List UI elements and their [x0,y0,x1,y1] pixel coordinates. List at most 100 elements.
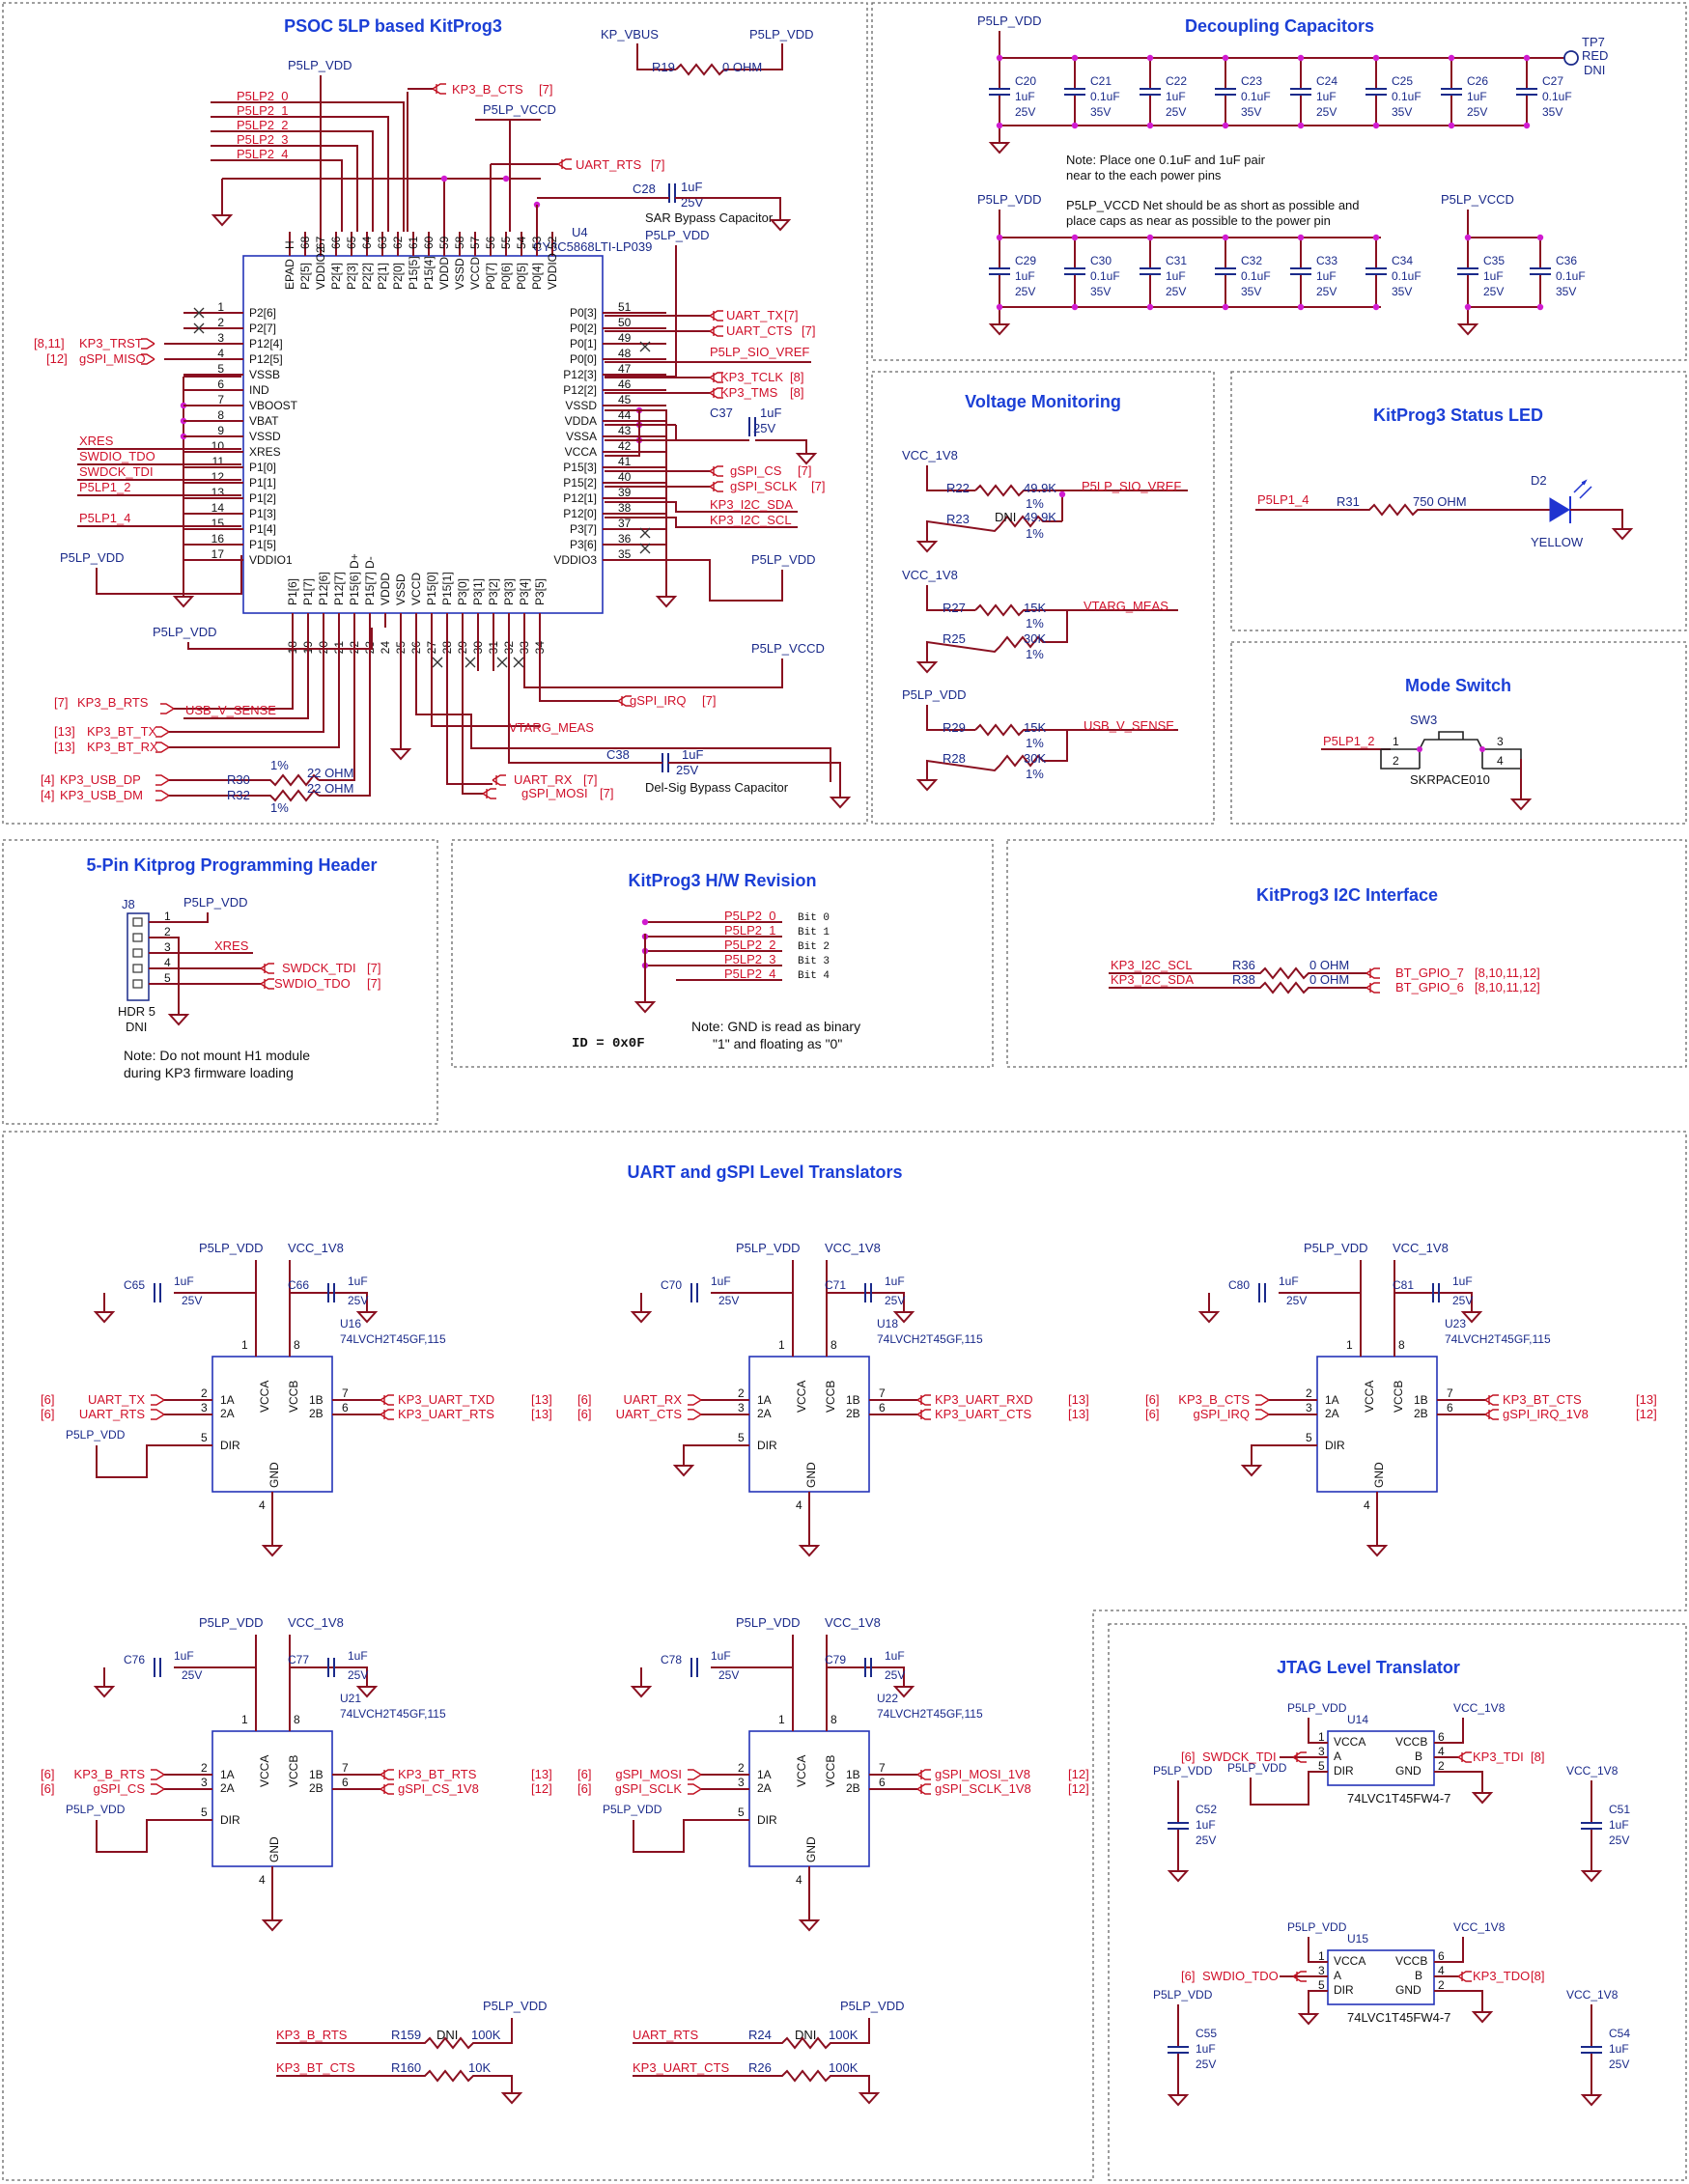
net-b2: KP3_UART_RTS [398,1407,494,1421]
net-a2: UART_RTS [79,1407,145,1421]
pin-num: 3 [201,1776,208,1789]
ref-b-rts: [7] [54,695,68,710]
pin-num: 5 [201,1806,208,1819]
cap-ref: C36 [1556,254,1577,267]
sw3-p3: 3 [1497,735,1504,748]
cap-a-v: 25V [718,1294,739,1307]
net-gspi-miso: gSPI_MISO [79,351,146,366]
pin-num: 3 [738,1776,745,1789]
pin-num: 4 [1364,1498,1370,1512]
top-pin-num: 67 [314,236,327,249]
c37-val: 1uF [760,406,781,420]
pin-name: 2A [220,1781,235,1795]
top-pin-name: EPAD [283,259,296,290]
pin-num: 5 [201,1431,208,1444]
pin-num: 2 [201,1386,208,1400]
left-pin-name: P12[4] [249,337,283,350]
net-kp3-tclk: KP3_TCLK [720,370,783,384]
chip-part: 74LVCH2T45GF,115 [340,1707,446,1721]
psoc-title: PSOC 5LP based KitProg3 [284,16,502,36]
bottom-pin-name: P3[1] [471,578,485,605]
cap-b-ref: C79 [825,1653,846,1666]
pu-val-0: 100K [471,2028,501,2042]
cap-voltage: 25V [1015,285,1035,298]
pin-name: 1B [846,1768,860,1781]
cap-val: 0.1uF [1241,269,1271,283]
panel-i2c [1006,839,1687,1068]
left-pin-name: VSSB [249,368,280,381]
jtag-out-ref: [8] [1531,1969,1544,1983]
pin-num: 3 [1318,1745,1325,1758]
pin-name: 2A [757,1781,772,1795]
hwrev-id: ID = 0x0F [572,1036,645,1051]
pin-num: 6 [1447,1401,1453,1414]
psoc-top-pins: EPADHP2[5]68VDDIO267P2[4]66P2[3]65P2[2]6… [283,232,559,290]
j8-xres: XRES [214,938,249,953]
cap-voltage: 35V [1392,285,1412,298]
dec-vdd-2: P5LP_VDD [977,192,1041,207]
r36-val: 0 OHM [1309,958,1349,972]
net-a1: UART_TX [88,1392,145,1407]
bottom-pin-name: P3[4] [518,578,531,605]
voltage-divider-1: VCC_1V8 R22 49.9K 1% P5LP_SIO_VREF R23 D… [902,448,1188,552]
pin-name: VCCB [287,1755,300,1787]
cap-a-v: 25V [718,1668,739,1682]
right-pin-num: 49 [618,331,632,345]
pu-dni-0: DNI [436,2028,458,2042]
uart-gspi-title: UART and gSPI Level Translators [627,1162,902,1182]
cap-a-val: 1uF [711,1649,731,1663]
pin-num: 6 [879,1401,886,1414]
dec-note2a: P5LP_VCCD Net should be as short as poss… [1066,198,1360,212]
cap-a-ref: C76 [124,1653,145,1666]
left-pin-num: 4 [217,347,224,360]
cap-voltage: 25V [1316,285,1337,298]
bottom-pin-name: P15[0] [425,572,438,605]
pin-num: 5 [1318,1978,1325,1992]
cap-ref: C26 [1467,74,1488,88]
left-pin-name: VBAT [249,414,279,428]
c38-v: 25V [676,763,698,777]
right-pin-num: 41 [618,455,632,468]
pin-num: 4 [259,1873,266,1887]
pin-num: 8 [294,1713,300,1726]
net-vtarg-meas: VTARG_MEAS [509,720,594,735]
ref-a2: [6] [41,1781,54,1796]
pu-net-2: UART_RTS [633,2028,698,2042]
ref-tms: [8] [790,385,803,400]
bottom-pin-num: 24 [379,641,392,655]
pin-num: 1 [241,1338,248,1352]
net-b1: gSPI_MOSI_1V8 [935,1767,1030,1781]
net-a2: gSPI_CS [94,1781,146,1796]
hwrev-net: P5LP2_2 [724,938,776,952]
pin-name: GND [804,1836,818,1862]
bottom-pin-name: P1[7] [301,578,315,605]
right-pin-num: 39 [618,486,632,499]
net-i2c-scl: KP3_I2C_SCL [710,513,792,527]
left-pin-num: 1 [217,300,224,314]
left-pin-name: VDDIO1 [249,553,293,567]
hwrev-note-a: Note: GND is read as binary [691,1019,860,1034]
left-pin-num: 10 [211,439,225,453]
right-pin-name: VSSD [565,399,597,412]
net-kp3-trst: KP3_TRST [79,336,143,350]
top-pin-name: VSSD [453,258,466,290]
top-pin-num: 61 [407,236,420,249]
pin-name: DIR [220,1439,240,1452]
top-pin-num: 52 [546,236,559,249]
right-pin-num: 42 [618,439,632,453]
pu-ref-0: R159 [391,2028,421,2042]
left-pin-name: P12[5] [249,352,283,366]
d2-ref: D2 [1531,473,1547,488]
right-pin-num: 48 [618,347,632,360]
voltage-title: Voltage Monitoring [965,392,1121,411]
top-pin-name: VDDIO2 [314,246,327,290]
cap-ref: C35 [1483,254,1505,267]
pin-name: VCCB [1392,1381,1405,1413]
pin-num: 5 [738,1806,745,1819]
cap-voltage: 35V [1241,105,1261,119]
